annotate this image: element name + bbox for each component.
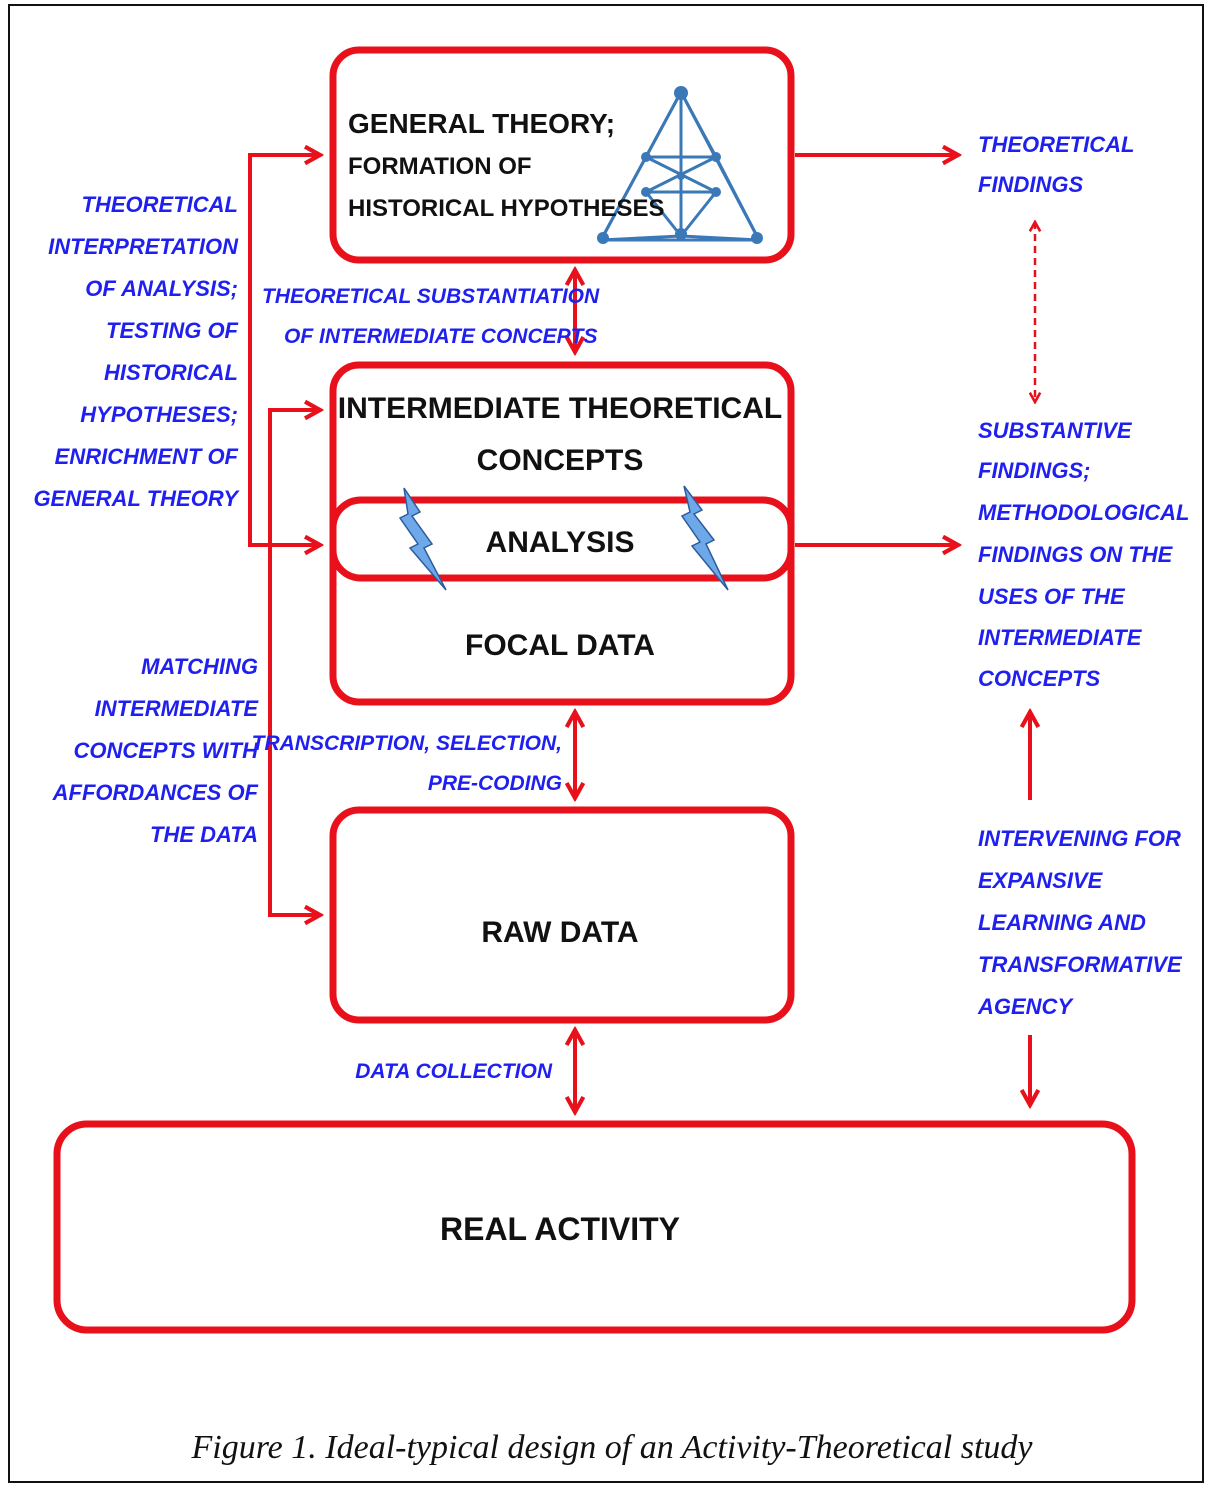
svg-text:THEORETICAL: THEORETICAL	[82, 192, 238, 217]
label-data-collection: DATA COLLECTION	[355, 1060, 553, 1083]
svg-text:DATA COLLECTION: DATA COLLECTION	[355, 1060, 553, 1083]
svg-text:INTERPRETATION: INTERPRETATION	[48, 234, 239, 259]
raw-data-title: RAW DATA	[481, 916, 638, 949]
svg-text:USES OF THE: USES OF THE	[978, 584, 1126, 609]
svg-text:LEARNING AND: LEARNING AND	[978, 910, 1146, 935]
svg-text:INTERVENING FOR: INTERVENING FOR	[978, 826, 1181, 851]
label-substantiation: THEORETICAL SUBSTANTIATION OF INTERMEDIA…	[262, 285, 600, 348]
general-theory-subtitle-2: HISTORICAL HYPOTHESES	[348, 195, 665, 222]
general-theory-title: GENERAL THEORY;	[348, 108, 615, 139]
svg-text:INTERMEDIATE: INTERMEDIATE	[95, 696, 260, 721]
svg-text:EXPANSIVE: EXPANSIVE	[978, 868, 1104, 893]
svg-text:METHODOLOGICAL: METHODOLOGICAL	[978, 500, 1189, 525]
label-substantive-findings: SUBSTANTIVE FINDINGS; METHODOLOGICAL FIN…	[978, 418, 1189, 691]
real-activity-box	[53, 1120, 1136, 1334]
svg-text:TESTING OF: TESTING OF	[106, 318, 239, 343]
label-theoretical-findings: THEORETICAL FINDINGS	[978, 132, 1134, 197]
lightning-bolt-icon-right	[680, 485, 729, 591]
svg-text:TRANSFORMATIVE: TRANSFORMATIVE	[978, 952, 1183, 977]
svg-text:GENERAL THEORY: GENERAL THEORY	[33, 486, 240, 511]
label-transcription: TRANSCRIPTION, SELECTION, PRE-CODING	[252, 732, 562, 795]
svg-text:AGENCY: AGENCY	[977, 994, 1074, 1019]
real-activity-title: REAL ACTIVITY	[440, 1211, 680, 1247]
intermediate-title-1: INTERMEDIATE THEORETICAL	[338, 392, 782, 425]
svg-text:FINDINGS: FINDINGS	[978, 172, 1083, 197]
svg-text:ENRICHMENT OF: ENRICHMENT OF	[55, 444, 239, 469]
figure-caption: Figure 1. Ideal-typical design of an Act…	[191, 1429, 1034, 1466]
svg-text:THEORETICAL: THEORETICAL	[978, 132, 1134, 157]
connector-left-inner	[268, 410, 320, 915]
svg-text:AFFORDANCES OF: AFFORDANCES OF	[52, 780, 259, 805]
connector-left-outer	[248, 155, 320, 545]
intermediate-title-2: CONCEPTS	[477, 444, 644, 477]
svg-text:HYPOTHESES;: HYPOTHESES;	[80, 402, 238, 427]
svg-text:HISTORICAL: HISTORICAL	[104, 360, 238, 385]
svg-text:THE DATA: THE DATA	[150, 822, 258, 847]
svg-text:MATCHING: MATCHING	[141, 654, 258, 679]
raw-data-box	[329, 806, 795, 1024]
tetrahedron-network-icon	[597, 86, 763, 244]
label-intervening: INTERVENING FOR EXPANSIVE LEARNING AND T…	[977, 826, 1183, 1019]
analysis-title: ANALYSIS	[486, 526, 635, 559]
svg-text:FINDINGS;: FINDINGS;	[978, 458, 1090, 483]
svg-text:OF ANALYSIS;: OF ANALYSIS;	[85, 276, 238, 301]
svg-text:FINDINGS ON THE: FINDINGS ON THE	[978, 542, 1174, 567]
general-theory-subtitle-1: FORMATION OF	[348, 153, 532, 180]
svg-text:CONCEPTS WITH: CONCEPTS WITH	[73, 738, 259, 763]
label-left-bottom: MATCHING INTERMEDIATE CONCEPTS WITH AFFO…	[52, 654, 260, 847]
label-left-top: THEORETICAL INTERPRETATION OF ANALYSIS; …	[33, 192, 240, 511]
lightning-bolt-icon-left	[398, 487, 447, 591]
analysis-box	[329, 496, 795, 582]
svg-text:CONCEPTS: CONCEPTS	[978, 666, 1101, 691]
svg-text:TRANSCRIPTION, SELECTION,: TRANSCRIPTION, SELECTION,	[252, 732, 562, 755]
svg-text:SUBSTANTIVE: SUBSTANTIVE	[978, 418, 1133, 443]
svg-text:THEORETICAL SUBSTANTIATION: THEORETICAL SUBSTANTIATION	[262, 285, 600, 308]
svg-text:PRE-CODING: PRE-CODING	[428, 772, 562, 795]
svg-text:OF INTERMEDIATE CONCEPTS: OF INTERMEDIATE CONCEPTS	[284, 325, 597, 348]
focal-data-title: FOCAL DATA	[465, 629, 655, 662]
svg-text:INTERMEDIATE: INTERMEDIATE	[978, 625, 1143, 650]
